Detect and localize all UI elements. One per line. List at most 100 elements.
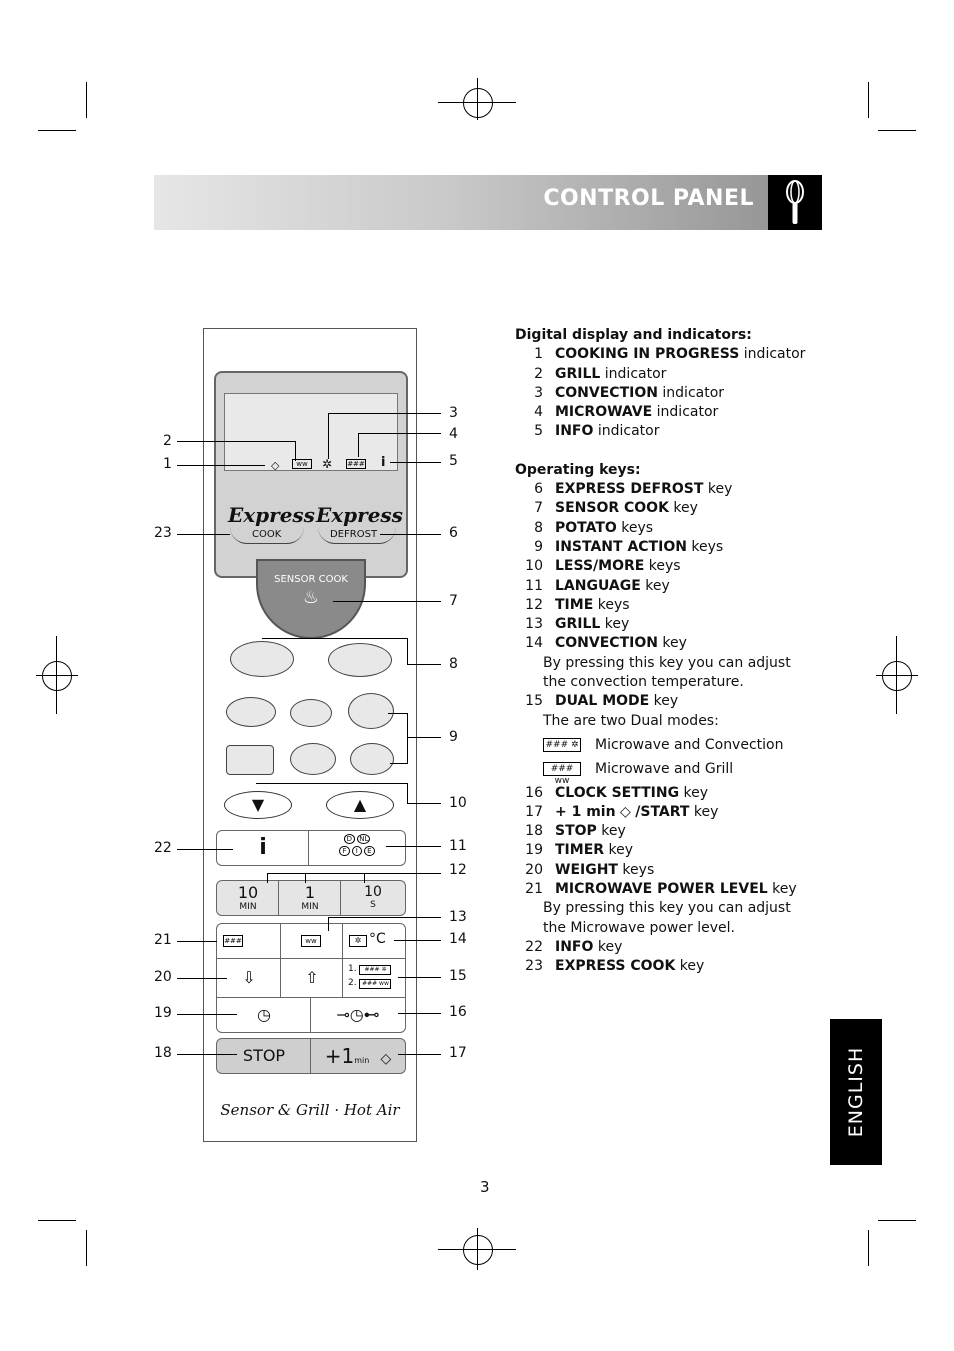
start-icon: ◇ [615, 803, 636, 820]
keys-heading: Operating keys: [515, 461, 641, 478]
dual-mode-1: ### ✲Microwave and Convection [515, 736, 815, 755]
time-unit: MIN [239, 902, 257, 912]
instant-drumstick-key[interactable] [348, 693, 394, 729]
section-header: CONTROL PANEL [154, 175, 822, 230]
callout-14: 14 [449, 931, 467, 947]
dual-note: The are two Dual modes: [543, 712, 719, 729]
start-indicator-icon: ◇ [271, 459, 280, 472]
callout-7: 7 [449, 593, 458, 609]
display-heading: Digital display and indicators: [515, 327, 752, 343]
callout-23: 23 [154, 525, 172, 541]
less-button[interactable]: ▼ [224, 791, 292, 819]
callout-15: 15 [449, 968, 467, 984]
weight-less-button[interactable]: ⇩ [216, 958, 282, 998]
time-unit: S [370, 900, 376, 910]
plus1-label: +1 [324, 1044, 355, 1068]
instant-cake-key[interactable] [290, 743, 336, 775]
callout-9: 9 [449, 729, 458, 745]
callout-1: 1 [163, 456, 172, 472]
time-value: 10 [364, 884, 382, 900]
timer-button[interactable]: ◷ [216, 997, 312, 1033]
language-button[interactable]: D NL F I E [308, 830, 406, 866]
express-defrost-button[interactable]: Express DEFROST [316, 503, 403, 544]
dual-1-label: 1. [348, 964, 357, 974]
microwave-icon: ### [223, 935, 243, 947]
plus1-sub: min [354, 1056, 370, 1065]
grill-button[interactable]: ww [280, 923, 344, 959]
callout-4: 4 [449, 426, 458, 442]
callout-17: 17 [449, 1045, 467, 1061]
time-value: 10 [237, 883, 259, 902]
clock-setting-button[interactable]: ⊸◷⊷ [310, 997, 406, 1033]
lang-code: D [343, 834, 355, 844]
express-cook-button[interactable]: Express COOK [228, 503, 315, 544]
callout-22: 22 [154, 840, 172, 856]
instant-chicken-key[interactable] [226, 697, 276, 727]
brand-logo: Sensor & Grill · Hot Air [220, 1101, 400, 1119]
celsius-label: °C [369, 931, 386, 947]
time-10s-button[interactable]: 10 S [340, 880, 406, 916]
dual-mode-button[interactable]: 1. ### ✲ 2. ### ww [342, 958, 406, 998]
lang-code: F [339, 846, 350, 856]
stop-button[interactable]: STOP [216, 1038, 312, 1074]
lang-code: I [351, 846, 362, 856]
express-word: Express [228, 503, 315, 527]
callout-12: 12 [449, 862, 467, 878]
instant-pizza-key[interactable] [226, 745, 274, 775]
display-area: ◇ ww ✲ ### i Express COOK Express DEFROS… [214, 371, 408, 578]
list-item: 15 DUAL MODE key [525, 693, 679, 710]
micro-convection-icon: ### ✲ [359, 965, 392, 975]
time-1min-button[interactable]: 1 MIN [278, 880, 342, 916]
express-word: Express [316, 503, 403, 527]
callout-19: 19 [154, 1005, 172, 1021]
callout-8: 8 [449, 656, 458, 672]
microwave-power-button[interactable]: ### [216, 923, 282, 959]
start-icon: ◇ [380, 1051, 392, 1067]
sensor-cook-button[interactable]: SENSOR COOK ♨ [256, 559, 366, 639]
pot-icon: ♨ [302, 587, 320, 608]
instant-roast-key[interactable] [290, 699, 332, 727]
weight-more-button[interactable]: ⇧ [280, 958, 344, 998]
dual-2-label: 2. [348, 978, 357, 988]
time-10min-button[interactable]: 10 MIN [216, 880, 280, 916]
potato-key-2[interactable] [328, 643, 392, 677]
info-button[interactable]: i [216, 830, 310, 866]
more-button[interactable]: ▲ [326, 791, 394, 819]
whisk-icon [768, 175, 822, 230]
lang-code: NL [357, 834, 371, 844]
callout-6: 6 [449, 525, 458, 541]
grill-indicator-icon: ww [292, 459, 312, 469]
time-unit: MIN [301, 902, 319, 912]
convection-indicator-icon: ✲ [322, 457, 333, 471]
convection-button[interactable]: ✲ °C [342, 923, 406, 959]
instant-gratin-key[interactable] [350, 743, 394, 775]
callout-21: 21 [154, 932, 172, 948]
micro-convection-icon: ### ✲ [543, 737, 581, 752]
time-value: 1 [304, 883, 316, 902]
potato-key-1[interactable] [230, 641, 294, 677]
callout-10: 10 [449, 795, 467, 811]
callout-18: 18 [154, 1045, 172, 1061]
callout-11: 11 [449, 838, 467, 854]
plus1-start-button[interactable]: +1min ◇ [310, 1038, 406, 1074]
sensor-cook-label: SENSOR COOK [274, 574, 348, 585]
grill-icon: ww [301, 935, 321, 947]
control-panel-illustration: ◇ ww ✲ ### i Express COOK Express DEFROS… [203, 328, 417, 1142]
callout-20: 20 [154, 969, 172, 985]
